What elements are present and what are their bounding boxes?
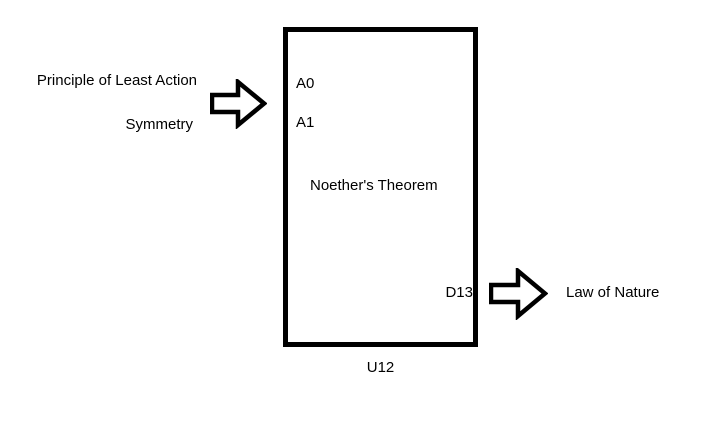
- component-designator: U12: [366, 359, 395, 376]
- pin-label-d13: D13: [445, 284, 473, 301]
- output-arrow-icon: [489, 268, 548, 320]
- component-box: [283, 27, 478, 347]
- input-label-principle-of-least-action: Principle of Least Action: [36, 72, 197, 89]
- pin-label-a0: A0: [296, 75, 315, 92]
- output-label-law-of-nature: Law of Nature: [566, 284, 660, 301]
- input-arrow-icon: [210, 79, 267, 129]
- component-title: Noether's Theorem: [310, 177, 438, 194]
- pin-label-a1: A1: [296, 114, 315, 131]
- input-label-symmetry: Symmetry: [125, 116, 194, 133]
